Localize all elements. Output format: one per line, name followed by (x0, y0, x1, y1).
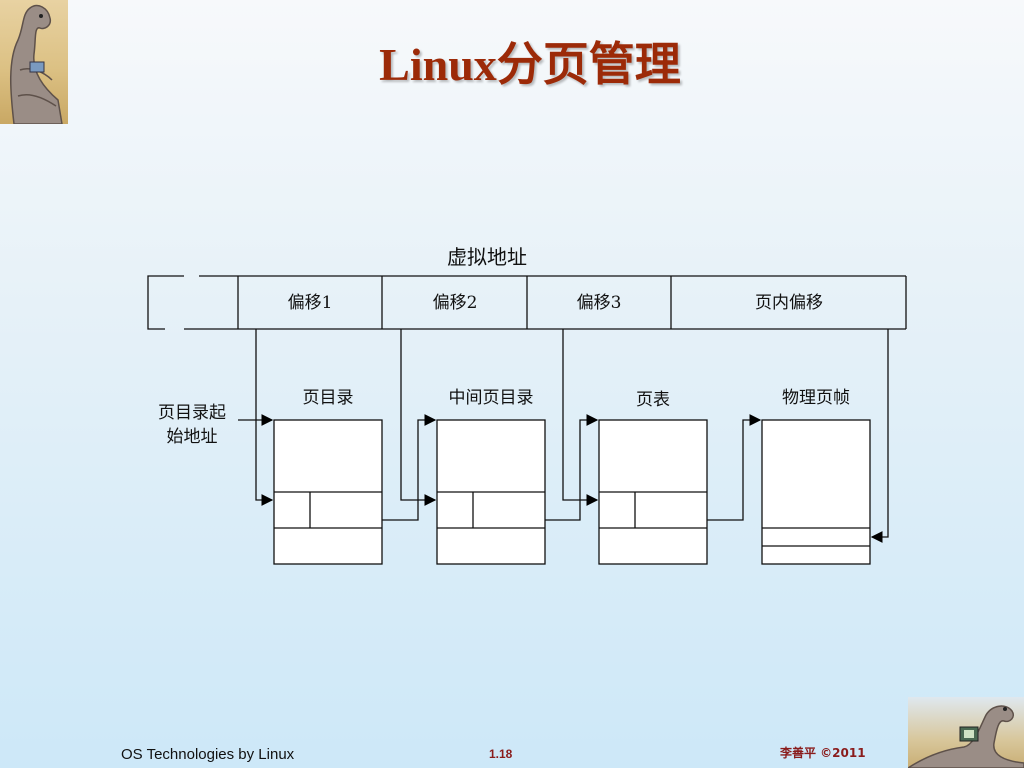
field-offset1: 偏移1 (288, 293, 333, 313)
offset1-arrow (255, 329, 274, 506)
offset2-arrow (400, 329, 437, 506)
footer-author: 李善平 ©2011 (780, 746, 866, 760)
dinosaur-icon (908, 705, 1024, 768)
label-base-address-line1: 页目录起 (158, 403, 226, 423)
label-physical-frame: 物理页帧 (782, 388, 850, 408)
label-base-address-line2: 始地址 (167, 427, 218, 447)
in-page-offset-arrow (870, 329, 889, 543)
dir-to-middle-arrow (382, 414, 437, 521)
virtual-address-title: 虚拟地址 (447, 245, 527, 269)
field-page-offset: 页内偏移 (755, 293, 823, 313)
label-page-directory: 页目录 (303, 388, 354, 408)
footer-course: OS Technologies by Linux (121, 746, 295, 763)
field-offset3: 偏移3 (577, 293, 622, 313)
table-to-frame-arrow (707, 414, 762, 521)
footer-page-number: 1.18 (489, 747, 513, 761)
offset3-arrow (562, 329, 599, 506)
dinosaur-icon (10, 4, 63, 124)
physical-frame-box (761, 419, 871, 565)
middle-to-table-arrow (545, 414, 599, 521)
slide-title: Linux分页管理 (379, 39, 681, 90)
dinosaur-logo-bottom (908, 697, 1024, 768)
label-page-table: 页表 (636, 390, 670, 410)
dinosaur-logo-top (0, 0, 68, 124)
field-offset2: 偏移2 (433, 293, 478, 313)
label-middle-page-directory: 中间页目录 (449, 388, 534, 408)
